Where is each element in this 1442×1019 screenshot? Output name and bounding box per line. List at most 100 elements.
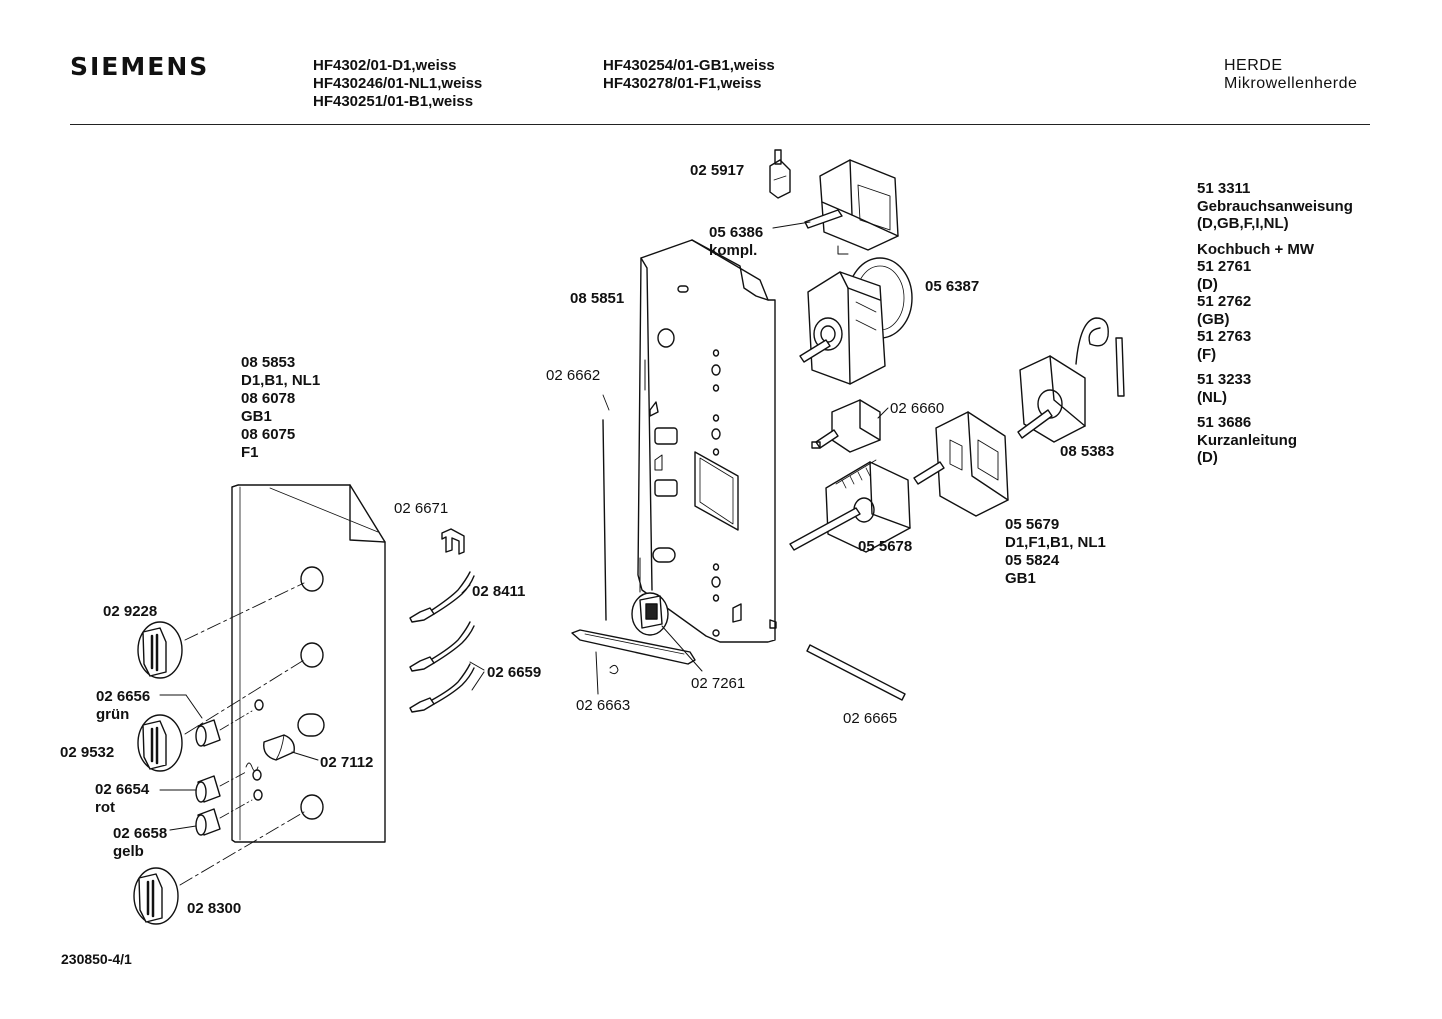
subcategory: Mikrowellenherde: [1224, 75, 1358, 92]
model-list-1: HF4302/01-D1,weiss HF430246/01-NL1,weiss…: [313, 57, 482, 111]
part-label-026654: 02 6654 rot: [95, 781, 149, 817]
doc-line: 51 3311: [1197, 180, 1251, 197]
indicator-lamp-green: [195, 710, 253, 747]
doc-line: (D): [1197, 449, 1218, 466]
control-knob-top: [137, 621, 183, 679]
control-knob-bottom: [133, 867, 179, 925]
micro-switch-small: [769, 149, 791, 199]
part-label-026665: 02 6665: [843, 710, 898, 727]
thermostat: [1017, 317, 1125, 443]
part-note: kompl.: [709, 242, 758, 259]
part-label-029228: 02 9228: [103, 603, 158, 620]
doc-line: (D): [1197, 275, 1218, 293]
part-number: 02 6654: [95, 781, 150, 798]
lamp-bulb-wire-3: [409, 663, 475, 713]
part-label-026663: 02 6663: [576, 697, 631, 714]
part-note: grün: [96, 706, 130, 723]
part-label-027112: 02 7112: [320, 754, 374, 771]
part-note: rot: [95, 799, 115, 816]
model-line: HF4302/01-D1,weiss: [313, 57, 457, 74]
part-label-029532: 02 9532: [60, 744, 115, 761]
part-number: 05 6386: [709, 224, 764, 241]
part-label-026671: 02 6671: [394, 500, 449, 517]
part-label-085383: 08 5383: [1060, 443, 1115, 460]
part-label-055678: 05 5678: [858, 538, 913, 555]
side-strip: [602, 394, 610, 621]
part-label-026660: 02 6660: [890, 400, 945, 417]
doc-group: Kochbuch + MW 51 2761 (D) 51 2762 (GB) 5…: [1197, 241, 1353, 364]
part-number: 02 6658: [113, 825, 168, 842]
documentation-list: 51 3311 Gebrauchsanweisung (D,GB,F,I,NL)…: [1197, 180, 1353, 475]
knob-axis-lines: [179, 582, 305, 886]
part-label-027261: 02 7261: [691, 675, 746, 692]
doc-line: Kurzanleitung: [1197, 431, 1297, 449]
part-label-026658: 02 6658 gelb: [113, 825, 167, 861]
model-line: HF430246/01-NL1,weiss: [313, 75, 483, 92]
drive-rod: [806, 644, 906, 701]
category-block: HERDE Mikrowellenherde: [1224, 57, 1357, 93]
part-note: gelb: [113, 843, 144, 860]
part-label-028300: 02 8300: [187, 900, 242, 917]
part-number: 02 6656: [96, 688, 151, 705]
part-number: 08 5853: [241, 354, 296, 371]
part-note: GB1: [1005, 570, 1036, 587]
part-label-026659: 02 6659: [487, 664, 542, 681]
push-button-cap: [263, 734, 295, 761]
part-number: 08 6075: [241, 426, 296, 443]
model-list-2: HF430254/01-GB1,weiss HF430278/01-F1,wei…: [603, 57, 775, 93]
turntable-coupling: [631, 592, 669, 636]
doc-line: 51 3233: [1197, 371, 1252, 388]
indicator-lamp-red: [195, 771, 247, 803]
doc-line: (D,GB,F,I,NL): [1197, 215, 1289, 232]
lamp-bulb-wire-2: [409, 621, 475, 672]
indicator-lamp-yellow: [195, 799, 253, 836]
model-line: HF430251/01-B1,weiss: [313, 93, 474, 110]
part-number: 05 5679: [1005, 516, 1060, 533]
part-label-cover: 08 5853 D1,B1, NL1 08 6078 GB1 08 6075 F…: [241, 354, 320, 462]
part-number: 08 6078: [241, 390, 296, 407]
doc-group: 51 3311 Gebrauchsanweisung (D,GB,F,I,NL): [1197, 180, 1353, 233]
part-note: D1,F1,B1, NL1: [1005, 534, 1106, 551]
doc-line: 51 3686: [1197, 414, 1252, 431]
lamp-bulb-wire-1: [409, 571, 475, 623]
control-knob-middle: [137, 714, 183, 772]
category: HERDE: [1224, 57, 1283, 74]
part-label-026662: 02 6662: [546, 367, 601, 384]
part-label-026656: 02 6656 grün: [96, 688, 150, 724]
lever-bar: [571, 629, 696, 675]
doc-line: Gebrauchsanweisung: [1197, 197, 1353, 215]
turntable-motor: [799, 257, 913, 385]
doc-line: 51 2762: [1197, 293, 1252, 310]
part-label-085851: 08 5851: [570, 290, 625, 307]
part-label-056386: 05 6386 kompl.: [709, 224, 763, 260]
drawing-number: 230850-4/1: [61, 951, 132, 967]
doc-group: 51 3686 Kurzanleitung (D): [1197, 414, 1353, 467]
doc-group: 51 3233 (NL): [1197, 371, 1353, 406]
rotary-switch-lower: [789, 459, 911, 553]
doc-line: Kochbuch + MW: [1197, 240, 1315, 258]
mounting-plate: [637, 239, 777, 643]
part-label-055679: 05 5679 D1,F1,B1, NL1 05 5824 GB1: [1005, 516, 1106, 588]
rotary-switch-upper: [913, 411, 1009, 517]
part-number: 05 5824: [1005, 552, 1060, 569]
doc-line: (F): [1197, 345, 1217, 363]
header-rule: [70, 124, 1370, 125]
brand-logo: SIEMENS: [70, 52, 210, 81]
timer-mechanism: [804, 159, 899, 255]
part-note: F1: [241, 444, 259, 461]
leader-lines: [159, 221, 889, 831]
model-line: HF430278/01-F1,weiss: [603, 75, 762, 92]
part-label-056387: 05 6387: [925, 278, 980, 295]
doc-line: (NL): [1197, 388, 1227, 406]
part-note: GB1: [241, 408, 272, 425]
retaining-clip: [441, 528, 465, 555]
doc-line: 51 2763: [1197, 328, 1252, 345]
doc-line: 51 2761: [1197, 258, 1252, 275]
front-cover-panel: [231, 484, 386, 843]
part-label-028411: 02 8411: [472, 583, 526, 600]
part-note: D1,B1, NL1: [241, 372, 321, 389]
part-label-025917: 02 5917: [690, 162, 745, 179]
doc-line: (GB): [1197, 310, 1230, 328]
door-switch: [811, 399, 881, 453]
